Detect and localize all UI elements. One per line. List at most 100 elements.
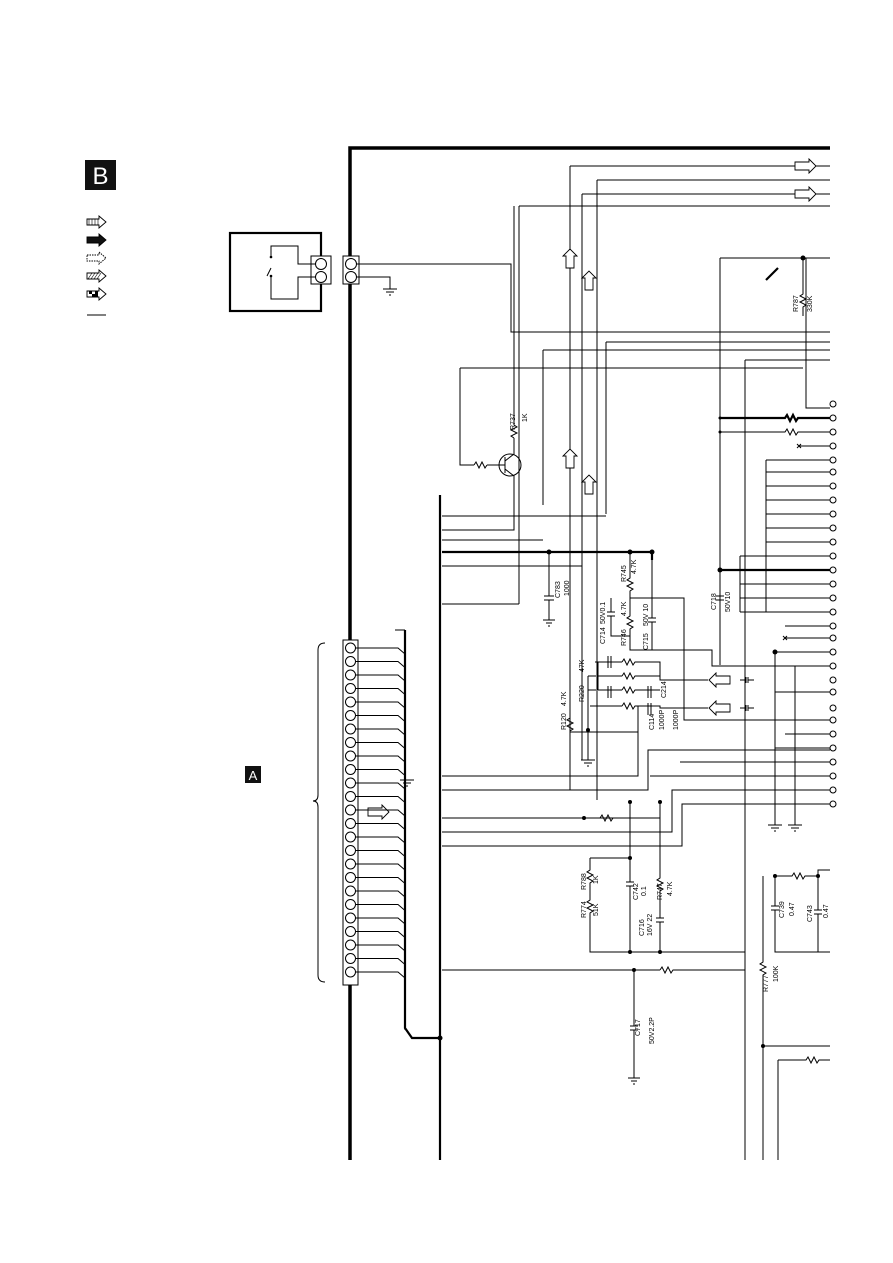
r220-value: 47K <box>579 659 586 672</box>
r777-ref: R777 <box>763 975 770 992</box>
connector-a-pin-wire <box>356 823 406 830</box>
connector-a-pin <box>345 750 356 762</box>
legend <box>86 215 107 316</box>
signal-arrow-icons <box>367 157 817 821</box>
connector-a-pin-wire <box>356 755 406 763</box>
r788-series <box>588 813 660 823</box>
connector-a-pin-wire <box>356 917 406 925</box>
r745-ref: R745 <box>621 565 628 582</box>
connector-a-pin <box>345 683 356 694</box>
r746-ref: R746 <box>621 629 628 646</box>
r746-wire <box>625 598 830 667</box>
connector-a-pin <box>345 737 356 748</box>
r787-symbol <box>798 258 808 316</box>
connector-a-pin <box>345 831 356 843</box>
connector-a-pin <box>345 872 356 883</box>
connector-a-pin <box>345 669 356 681</box>
filter-network <box>565 656 708 767</box>
connector-a-pin <box>345 966 356 978</box>
section-badge-a: A <box>245 766 261 783</box>
connector-a-pin-wire <box>356 742 406 749</box>
connector-a-pin-wire <box>356 958 406 965</box>
connector-a-pin <box>345 804 356 816</box>
c717-symbol <box>628 970 640 1085</box>
r777-value: 100K <box>773 965 780 982</box>
connector-a-pin <box>345 696 356 708</box>
r745-wire <box>625 552 830 721</box>
c718-value: 50V10 <box>725 592 732 612</box>
bus-branches <box>442 515 655 605</box>
r788-value: 1K <box>593 875 600 884</box>
checkered-arrow-icon <box>86 287 107 301</box>
connector-a-pin <box>345 777 356 789</box>
c743-value: 0.47 <box>823 904 830 918</box>
c739-ref: C739 <box>779 901 786 918</box>
r774-value: 51K <box>593 903 600 916</box>
cap-lower <box>740 705 754 711</box>
r787-ref: R787 <box>793 295 800 312</box>
dotted-arrow-icon <box>86 251 107 265</box>
r746-value: 4.7K <box>621 601 628 616</box>
connector-a-pin-wire <box>356 782 406 790</box>
c783-ref: C783 <box>555 581 562 598</box>
c718-symbol <box>716 570 724 612</box>
c114-value: 1000P <box>659 709 666 730</box>
connector-a-pin-wire <box>356 769 406 776</box>
r774-r788-chain <box>585 857 745 953</box>
board-edge <box>348 146 830 1160</box>
c714-symbol <box>607 598 630 637</box>
connector-a-pin-wire <box>356 647 406 655</box>
c114-ref: C114 <box>649 714 656 730</box>
transistor-q <box>442 206 522 531</box>
c716-ref: C716 <box>639 919 646 936</box>
connector-a-pin-wire <box>356 944 406 952</box>
solid-arrow-icon <box>86 233 107 247</box>
lower-right-network <box>758 869 830 1160</box>
connector-a-pin <box>345 642 356 654</box>
connector-a-pin <box>345 764 356 775</box>
connector-a-pin <box>345 926 356 937</box>
connector-a-pin-wire <box>356 850 406 857</box>
c714-ref: C714 <box>600 627 607 644</box>
connector-a-pin-wire <box>356 877 406 884</box>
connector-a-pin-wire <box>356 836 406 844</box>
connector-a-pin-wire <box>356 715 406 722</box>
connector-a-pin-wire <box>356 701 406 709</box>
r788-ref: R788 <box>581 873 588 890</box>
c715-ref: C715 <box>643 633 650 650</box>
hatched-arrow-icon <box>86 215 107 229</box>
connector-a-pin-wire <box>356 809 406 817</box>
connector-a-pin-wire <box>356 728 406 736</box>
connector-a-pin <box>345 899 356 910</box>
c718-ref: C718 <box>711 593 718 610</box>
c742-ref: C742 <box>633 883 640 900</box>
cap-upper <box>740 677 754 683</box>
c214-value: 1000P <box>673 709 680 730</box>
edge-connector <box>342 255 830 333</box>
top-signal-lines <box>459 165 830 1160</box>
connector-a-pin <box>345 939 356 951</box>
r745-value: 4.7K <box>631 559 638 574</box>
section-badge-b-label: B <box>92 163 108 190</box>
c715-symbol <box>648 560 656 650</box>
c717-value: 50V2.2P <box>649 1017 656 1044</box>
c739-value: 0.47 <box>789 902 796 916</box>
r787-value: 330K <box>807 295 814 312</box>
section-badge-a-label: A <box>249 768 258 783</box>
r220-ref: R220 <box>579 685 586 702</box>
r737-value: 1K <box>522 413 529 422</box>
connector-a-pin-wire <box>356 661 406 668</box>
pin-terminals <box>829 400 837 808</box>
bus-link <box>403 630 440 1040</box>
c715-value: 50V 10 <box>643 604 650 626</box>
section-badge-b: B <box>85 160 116 190</box>
connector-a-pin-wire <box>356 890 406 898</box>
connector-a-pin <box>345 710 356 721</box>
connector-a-pin-wire <box>356 904 406 911</box>
c717-ref: C717 <box>635 1019 642 1036</box>
connector-a-pins <box>345 642 406 979</box>
connector-a-pin-wire <box>356 931 406 938</box>
connector-a-pin-wire <box>356 674 406 682</box>
r120-ref: R120 <box>561 713 568 730</box>
r747-c716-chain <box>655 802 665 952</box>
